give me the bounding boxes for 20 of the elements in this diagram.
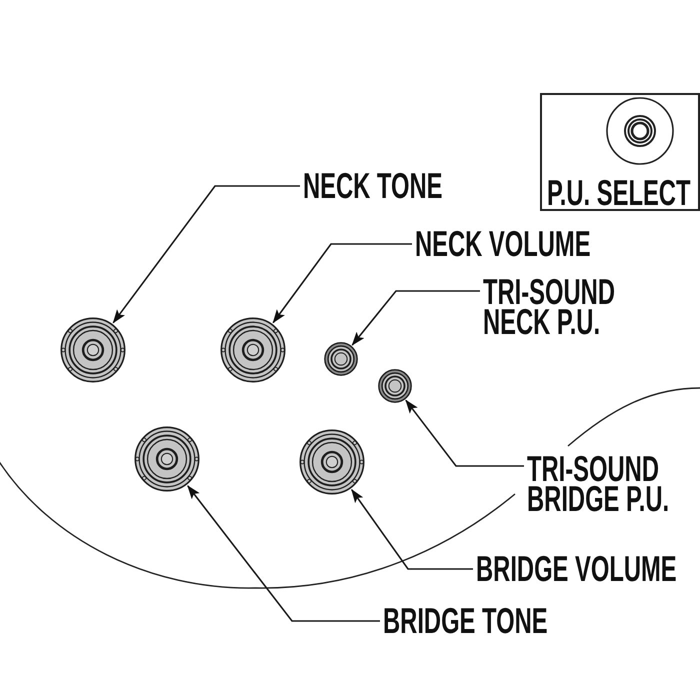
knob-icon bbox=[298, 428, 366, 496]
callout-label: TRI-SOUND NECK P.U. bbox=[483, 277, 616, 337]
knob-icon bbox=[59, 316, 127, 384]
callout-label: BRIDGE VOLUME bbox=[476, 554, 677, 584]
leader-arrow bbox=[112, 185, 300, 324]
leader-arrow bbox=[187, 485, 380, 622]
knob-icon bbox=[377, 368, 413, 404]
leader-arrow bbox=[405, 400, 524, 467]
leader-arrow bbox=[272, 243, 412, 324]
knob-icon bbox=[219, 316, 287, 384]
callout-label: TRI-SOUND BRIDGE P.U. bbox=[527, 454, 671, 514]
knob-icon bbox=[323, 341, 359, 377]
callout-label: BRIDGE TONE bbox=[383, 606, 548, 636]
selector-panel bbox=[540, 93, 700, 211]
control-label: P.U. SELECT bbox=[547, 178, 690, 208]
knob-icon bbox=[133, 425, 201, 493]
leader-arrow bbox=[351, 488, 473, 570]
leader-arrow bbox=[352, 290, 480, 346]
callout-label: NECK VOLUME bbox=[415, 229, 591, 259]
callout-label: NECK TONE bbox=[303, 171, 442, 201]
